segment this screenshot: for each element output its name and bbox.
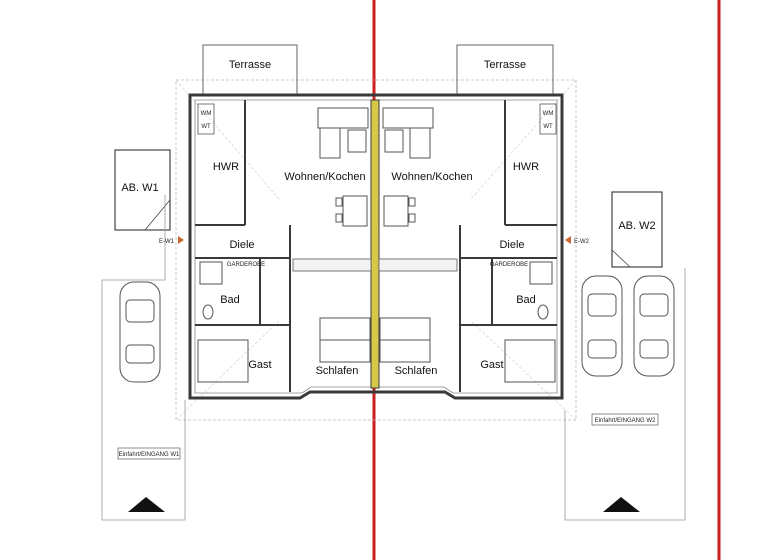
bed-schlafen-right — [379, 317, 431, 363]
entrance-marker-w1-icon — [178, 236, 184, 244]
outbuilding-w2-door — [611, 249, 631, 268]
label-wohnen-left: Wohnen/Kochen — [284, 171, 365, 183]
label-wm-left: WM — [201, 111, 212, 117]
outbuilding-w2 — [611, 191, 663, 268]
interior-walls-left — [195, 100, 291, 392]
label-wm-right: WM — [543, 111, 554, 117]
label-garderobe-right: GARDEROBE — [490, 262, 528, 268]
label-wt-right: WT — [543, 124, 553, 130]
shower-right — [529, 261, 553, 285]
car-w1 — [119, 281, 161, 383]
toilet-right — [537, 304, 549, 320]
roof-ridge-line — [175, 319, 281, 421]
washer-column-left — [197, 103, 215, 135]
car-w2-a — [581, 275, 623, 377]
kitchen-counter-left — [292, 258, 372, 272]
sign-einfahrt-w1 — [117, 447, 181, 460]
sofa-left — [317, 107, 369, 159]
label-diele-right: Diele — [499, 239, 524, 251]
label-ab-w1: AB. W1 — [121, 182, 158, 194]
label-entrance-w1: E-W1 — [159, 239, 175, 245]
label-bad-left: Bad — [220, 294, 240, 306]
label-schlafen-right: Schlafen — [395, 365, 438, 377]
label-diele-left: Diele — [229, 239, 254, 251]
washer-column-right — [539, 103, 557, 135]
label-ab-w2: AB. W2 — [618, 220, 655, 232]
label-wohnen-right: Wohnen/Kochen — [391, 171, 472, 183]
building-inner-walls — [194, 99, 558, 394]
label-hwr-right: HWR — [513, 161, 539, 173]
dining-table-left — [335, 195, 368, 227]
label-gast-right: Gast — [480, 359, 503, 371]
sign-einfahrt-w2 — [591, 413, 659, 426]
entry-arrow-w2 — [603, 497, 640, 512]
bed-schlafen-left — [319, 317, 371, 363]
toilet-left — [202, 304, 214, 320]
building-walls — [188, 93, 564, 400]
shower-left — [199, 261, 223, 285]
sofa-right — [382, 107, 434, 159]
label-schlafen-left: Schlafen — [316, 365, 359, 377]
entrance-marker-w2-icon — [565, 236, 571, 244]
bed-gast-left — [197, 339, 249, 383]
driveway-w1 — [101, 195, 186, 521]
label-bad-right: Bad — [516, 294, 536, 306]
entry-arrow-w1 — [128, 497, 165, 512]
party-wall — [370, 99, 380, 389]
label-einfahrt-w2: Einfahrt/EINGANG W2 — [595, 418, 656, 424]
roof-ridge-line — [469, 79, 577, 201]
roof-ridge-line — [469, 319, 577, 421]
interior-walls-right — [459, 100, 557, 392]
label-terrasse-right: Terrasse — [484, 59, 526, 71]
dining-table-right — [383, 195, 416, 227]
car-w2-b — [633, 275, 675, 377]
label-garderobe-left: GARDEROBE — [227, 262, 265, 268]
terrace-right — [456, 44, 554, 95]
kitchen-counter-right — [378, 258, 458, 272]
label-hwr-left: HWR — [213, 161, 239, 173]
terrace-left — [202, 44, 298, 95]
label-gast-left: Gast — [248, 359, 271, 371]
outbuilding-w1-door — [144, 199, 171, 231]
label-entrance-w2: E-W2 — [574, 239, 590, 245]
driveway-w2 — [564, 268, 686, 521]
roof-ridge-line — [175, 79, 281, 201]
label-einfahrt-w1: Einfahrt/EINGANG W1 — [119, 452, 180, 458]
bed-gast-right — [504, 339, 556, 383]
label-terrasse-left: Terrasse — [229, 59, 271, 71]
outbuilding-w1 — [114, 149, 171, 231]
label-wt-left: WT — [201, 124, 211, 130]
